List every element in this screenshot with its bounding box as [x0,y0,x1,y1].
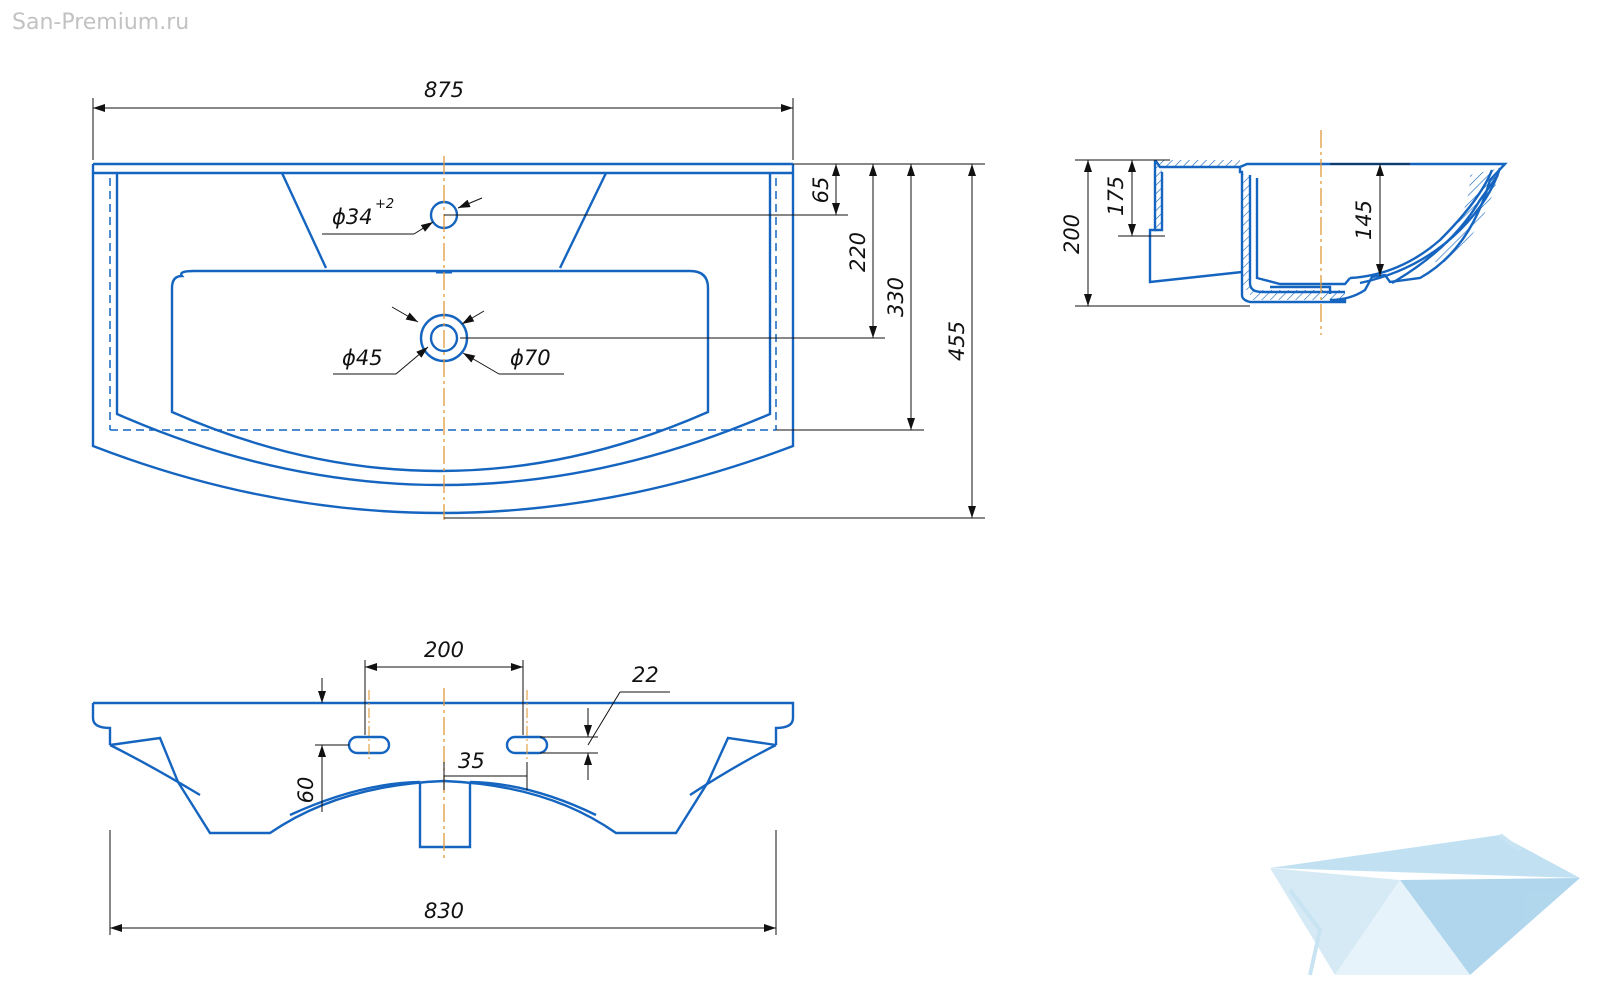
dim-22-label: 22 [632,663,659,687]
tap-hole-callout: ϕ34 +2 [322,197,483,235]
top-view-outline [91,162,795,515]
back-view-outline [91,701,795,849]
bathtub-logo-icon [1270,833,1580,976]
dim-phi34-label: ϕ34 [332,205,373,229]
dim-145-label: 145 [1352,200,1376,240]
dim-65-label: 65 [809,177,833,204]
top-view: 875 65 220 330 455 [91,78,985,520]
dim-330-label: 330 [884,277,908,317]
section-dims [1075,159,1410,307]
dim-phi70-label: ϕ70 [510,346,551,370]
section-outline [1148,159,1508,304]
dim-60-label: 60 [294,777,318,804]
hidden-lines [109,178,777,431]
dim-200-spacing-label: 200 [424,638,464,662]
dim-200-height-label: 200 [1060,214,1084,254]
section-view: 200 175 145 [1060,130,1508,335]
dim-phi45-label: ϕ45 [342,346,383,370]
dim-175-label: 175 [1104,176,1128,216]
site-watermark: San-Premium.ru [12,10,190,35]
section-hatching [1155,160,1500,300]
dim-830-label: 830 [424,899,464,923]
dim-phi34-tolerance: +2 [375,197,394,212]
dim-35-label: 35 [458,749,485,773]
dim-depth-ladder [444,163,985,519]
dim-875-label: 875 [424,78,464,102]
drain-callout: ϕ45 ϕ70 [333,306,564,375]
dim-overall-width: 875 [92,78,794,160]
dim-220-label: 220 [846,232,870,272]
dim-455-label: 455 [945,321,969,361]
back-view-dims [109,660,777,935]
back-view: 200 22 35 60 830 [91,638,795,935]
